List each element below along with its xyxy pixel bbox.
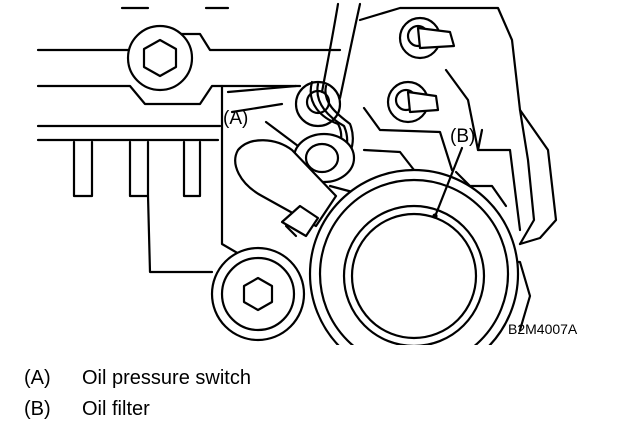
beam-bolt: [126, 24, 194, 92]
figure-code: B2M4007A: [508, 321, 578, 337]
callout-a: (A): [223, 108, 248, 129]
legend-item-a: (A) Oil pressure switch: [24, 366, 624, 397]
legend-text: Oil filter: [82, 398, 150, 420]
studs: [72, 140, 214, 274]
lower-bolt: [210, 246, 306, 342]
legend-text: Oil pressure switch: [82, 367, 251, 389]
leader-line-b: [434, 146, 464, 216]
legend-key: (B): [24, 398, 51, 420]
callout-b: (B): [450, 126, 475, 147]
legend-key: (A): [24, 367, 51, 389]
oil-pressure-switch: [234, 132, 356, 238]
leader-line-a: [264, 120, 300, 148]
legend-item-b: (B) Oil filter: [24, 397, 624, 428]
oil-filter: [308, 168, 520, 345]
upper-bosses: [294, 16, 456, 128]
upper-beam: [36, 6, 342, 142]
legend: (A) Oil pressure switch (B) Oil filter: [24, 366, 624, 428]
engine-diagram: (A) (B) B2M4007A: [36, 2, 578, 345]
